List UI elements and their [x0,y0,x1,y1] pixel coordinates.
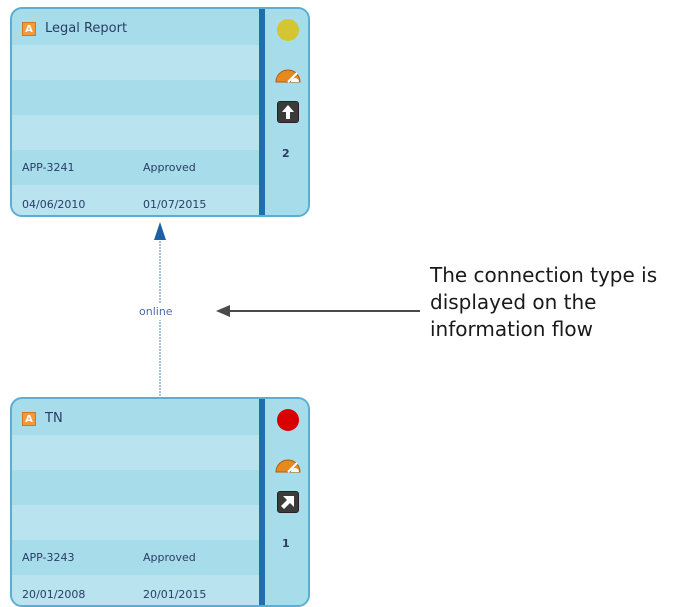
card-band [12,505,259,540]
application-type-icon: A [22,411,36,426]
card-start-date: 04/06/2010 [22,198,86,211]
card-band [12,575,259,605]
card-band [12,115,259,150]
arrow-up-right-icon[interactable] [277,491,299,513]
card-title: Legal Report [45,21,128,36]
card-body: A TN APP-3243 Approved 20/01/2008 20/01/… [12,399,259,605]
flow-arrowhead [154,222,166,240]
card-start-date: 20/01/2008 [22,588,86,601]
card-title-row: A Legal Report [22,21,127,36]
gauge-icon [275,69,301,83]
card-id: APP-3243 [22,551,75,564]
card-band [12,435,259,470]
card-id: APP-3241 [22,161,75,174]
arrow-up-icon[interactable] [277,101,299,123]
card-side-panel: 2 [265,9,308,215]
status-indicator-yellow [277,19,299,41]
card-status: Approved [143,551,196,564]
card-divider [259,9,265,215]
callout-text: The connection type is displayed on the … [430,263,658,341]
gauge-icon [275,459,301,473]
application-type-icon: A [22,21,36,36]
card-status: Approved [143,161,196,174]
status-indicator-red [277,409,299,431]
card-title-row: A TN [22,411,63,426]
card-body: A Legal Report APP-3241 Approved 04/06/2… [12,9,259,215]
card-side-panel: 1 [265,399,308,605]
callout-arrowhead [216,305,230,317]
connection-type-label: online [137,303,175,320]
card-divider [259,399,265,605]
card-title: TN [45,411,63,426]
card-end-date: 20/01/2015 [143,588,207,601]
card-band [12,45,259,80]
card-end-date: 01/07/2015 [143,198,207,211]
application-card-tn[interactable]: A TN APP-3243 Approved 20/01/2008 20/01/… [10,397,310,607]
card-count: 2 [282,147,290,160]
card-band [12,185,259,215]
card-count: 1 [282,537,290,550]
application-card-legal-report[interactable]: A Legal Report APP-3241 Approved 04/06/2… [10,7,310,217]
